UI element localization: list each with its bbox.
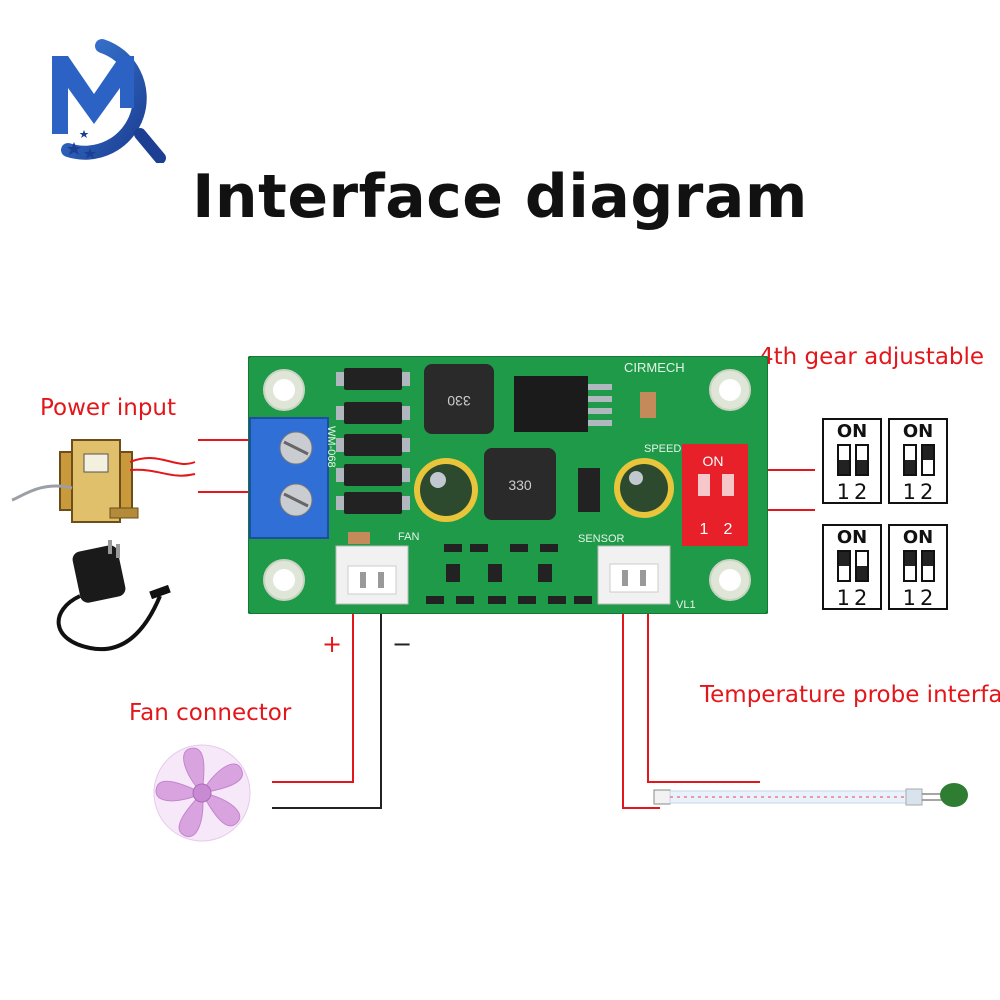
pcb-board: WM-068 330 330 CIRMECH SPEED ON 1 2 bbox=[248, 356, 768, 614]
brand-logo bbox=[52, 39, 166, 163]
transformer-icon bbox=[11, 439, 196, 523]
inductor-2: 330 bbox=[484, 448, 556, 520]
dip-setting-4: ON 12 bbox=[888, 524, 948, 610]
dip-on-label: ON bbox=[836, 421, 868, 442]
negative-polarity-label: − bbox=[392, 630, 413, 658]
dip-switch-1 bbox=[903, 444, 917, 476]
fan-connector-label: Fan connector bbox=[129, 700, 292, 726]
vl1-text: VL1 bbox=[676, 599, 696, 611]
fan-icon bbox=[153, 744, 251, 842]
dip-numbers: 12 bbox=[836, 480, 872, 504]
electrolytic-capacitor-1 bbox=[414, 458, 478, 522]
gear-adjustable-label: 4th gear adjustable bbox=[759, 344, 985, 370]
fan-connector-header bbox=[335, 545, 409, 605]
mounting-holes bbox=[263, 369, 751, 601]
dip-switch-1 bbox=[837, 550, 851, 582]
dip-setting-2: ON 12 bbox=[888, 418, 948, 504]
dip-numbers: 12 bbox=[902, 480, 938, 504]
fan-wire-negative bbox=[272, 612, 382, 809]
dip-numbers: 12 bbox=[836, 586, 872, 610]
power-adapter-icon bbox=[56, 540, 171, 652]
fan-text: FAN bbox=[398, 531, 419, 543]
capacitor-smd bbox=[640, 392, 656, 418]
power-input-label: Power input bbox=[40, 395, 177, 421]
brand-text: CIRMECH bbox=[624, 360, 685, 375]
dip-setting-3: ON 12 bbox=[822, 524, 882, 610]
board-dip-on: ON bbox=[703, 453, 724, 469]
temperature-probe-icon bbox=[653, 783, 968, 807]
sensor-text: SENSOR bbox=[578, 533, 625, 545]
inductor-1-text: 330 bbox=[447, 393, 471, 409]
speed-text: SPEED bbox=[644, 443, 681, 455]
sensor-wire-1 bbox=[622, 612, 660, 809]
dip-switch-1 bbox=[837, 444, 851, 476]
dip-on-label: ON bbox=[902, 527, 934, 548]
temperature-probe-label: Temperature probe interface bbox=[700, 682, 1000, 708]
dip-switch-2 bbox=[855, 550, 869, 582]
fan-wire-positive bbox=[272, 612, 354, 783]
sensor-connector-header bbox=[597, 545, 671, 605]
board-dip-switch: ON 1 2 bbox=[682, 444, 748, 546]
sensor-wire-2 bbox=[647, 612, 760, 783]
dip-on-label: ON bbox=[836, 527, 868, 548]
diode-array bbox=[344, 368, 402, 514]
power-terminal-block bbox=[249, 417, 329, 539]
electrolytic-capacitor-2 bbox=[614, 458, 674, 518]
dip-switch-2 bbox=[855, 444, 869, 476]
board-dip-1: 1 bbox=[700, 521, 709, 538]
dip-switch-2 bbox=[921, 444, 935, 476]
inductor-2-text: 330 bbox=[508, 477, 532, 493]
dip-on-label: ON bbox=[902, 421, 934, 442]
positive-polarity-label: + bbox=[322, 630, 343, 658]
inductor-1: 330 bbox=[424, 364, 494, 434]
board-dip-2: 2 bbox=[724, 521, 733, 538]
dip-switch-1 bbox=[903, 550, 917, 582]
dip-setting-1: ON 12 bbox=[822, 418, 882, 504]
dip-switch-2 bbox=[921, 550, 935, 582]
speed-ic bbox=[578, 468, 600, 512]
dip-numbers: 12 bbox=[902, 586, 938, 610]
board-model-text: WM-068 bbox=[325, 426, 337, 468]
voltage-regulator bbox=[514, 376, 612, 432]
page-title: Interface diagram bbox=[192, 162, 808, 232]
smd-components bbox=[348, 532, 592, 604]
